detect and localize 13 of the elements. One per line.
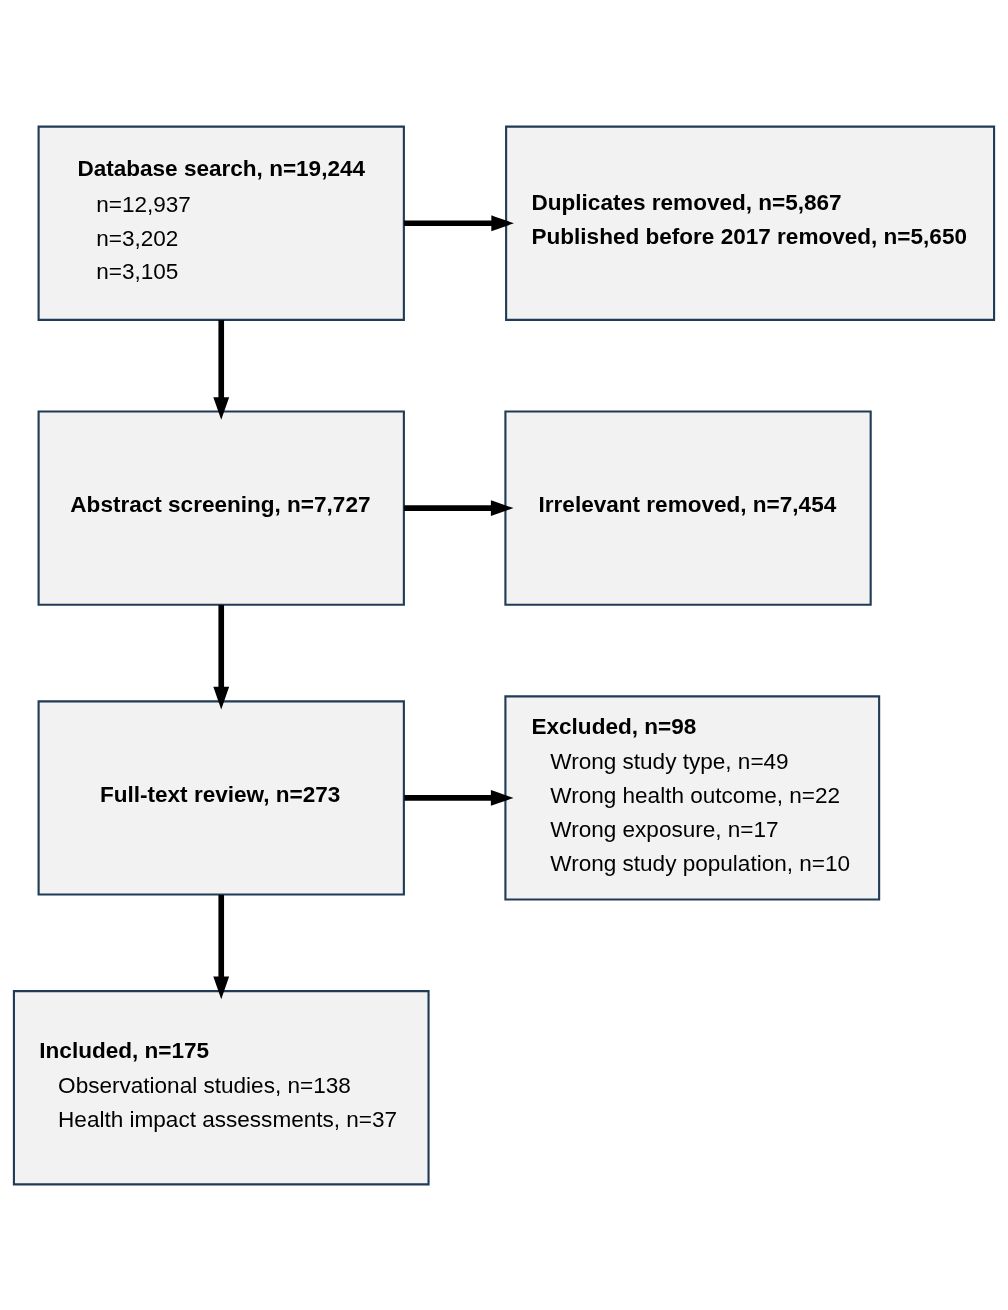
arrow bbox=[404, 214, 514, 231]
arrow bbox=[213, 604, 230, 709]
node-box: Excluded, n=98 Wrong study type, n=49 Wrong health outcome, n=22 Wrong exposure, n=17 Wrong study population, n=10 bbox=[504, 694, 881, 901]
arrow bbox=[213, 894, 230, 999]
node-box: Irrelevant removed, n=7,454 bbox=[504, 409, 872, 606]
node-box: Duplicates removed, n=5,867 Published before 2017 removed, n=5,650 bbox=[505, 125, 996, 321]
node-box: Database search, n=19,244 n=12,937 n=3,202 n=3,105 bbox=[37, 125, 405, 321]
node-box: Included, n=175 Observational studies, n=138 Health impact assessments, n=37 bbox=[12, 989, 430, 1185]
arrow bbox=[404, 499, 514, 516]
arrow bbox=[404, 789, 514, 806]
node-box: Full-text review, n=273 bbox=[37, 699, 405, 896]
node-box: Abstract screening, n=7,727 bbox=[37, 409, 405, 606]
arrow bbox=[213, 319, 230, 420]
